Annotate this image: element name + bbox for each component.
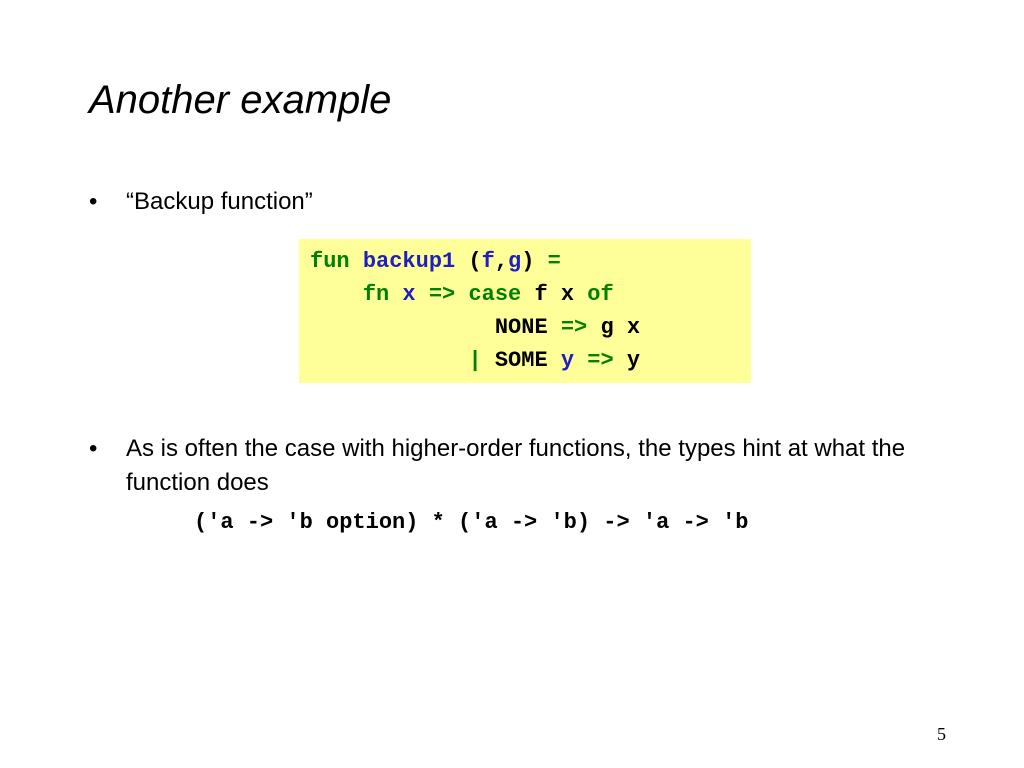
bullet-text-types-hint: As is often the case with higher-order f… [126,435,906,496]
type-signature: ('a -> 'b option) * ('a -> 'b) -> 'a -> … [194,510,749,535]
code-token-keyword: case [468,282,522,307]
code-token-plain: g x [587,315,641,340]
code-token-keyword: => [560,315,588,340]
code-line: | SOME y => y [310,344,751,377]
code-token-plain: ( [455,249,482,274]
code-token-plain: , [494,249,509,274]
code-token-keyword: => [587,348,614,373]
code-token-keyword: = [547,249,561,274]
code-token-keyword: | [468,348,482,373]
code-block: fun backup1 (f,g) = fn x => case f x of … [299,239,751,383]
bullet-marker: • [89,435,98,462]
code-token-plain: SOME [481,348,561,373]
slide-title: Another example [89,78,392,122]
code-token-identifier: y [560,348,575,373]
code-token-keyword: fun [310,249,350,274]
code-token-identifier: g [508,249,522,274]
code-line: fn x => case f x of [310,278,751,311]
bullet-marker: • [89,188,98,215]
code-token-plain [548,315,561,340]
code-token-identifier: x [402,282,416,307]
code-token-plain [455,282,468,307]
code-token-plain: f x [521,282,588,307]
code-line: NONE => g x [310,311,751,344]
bullet-text-backup-function: “Backup function” [126,188,313,215]
code-token-plain: y [613,348,641,373]
code-token-plain [389,282,402,307]
code-token-keyword: => [428,282,456,307]
page-number: 5 [937,724,946,744]
code-token-keyword: of [587,282,614,307]
code-line: fun backup1 (f,g) = [310,245,751,278]
code-token-plain: ) [521,249,548,274]
code-token-plain: NONE [494,315,548,340]
code-token-identifier: f [481,249,495,274]
code-token-plain [416,282,429,307]
code-token-keyword: fn [362,282,390,307]
code-token-plain [574,348,587,373]
code-token-plain [350,249,363,274]
code-token-identifier: backup1 [362,249,456,274]
